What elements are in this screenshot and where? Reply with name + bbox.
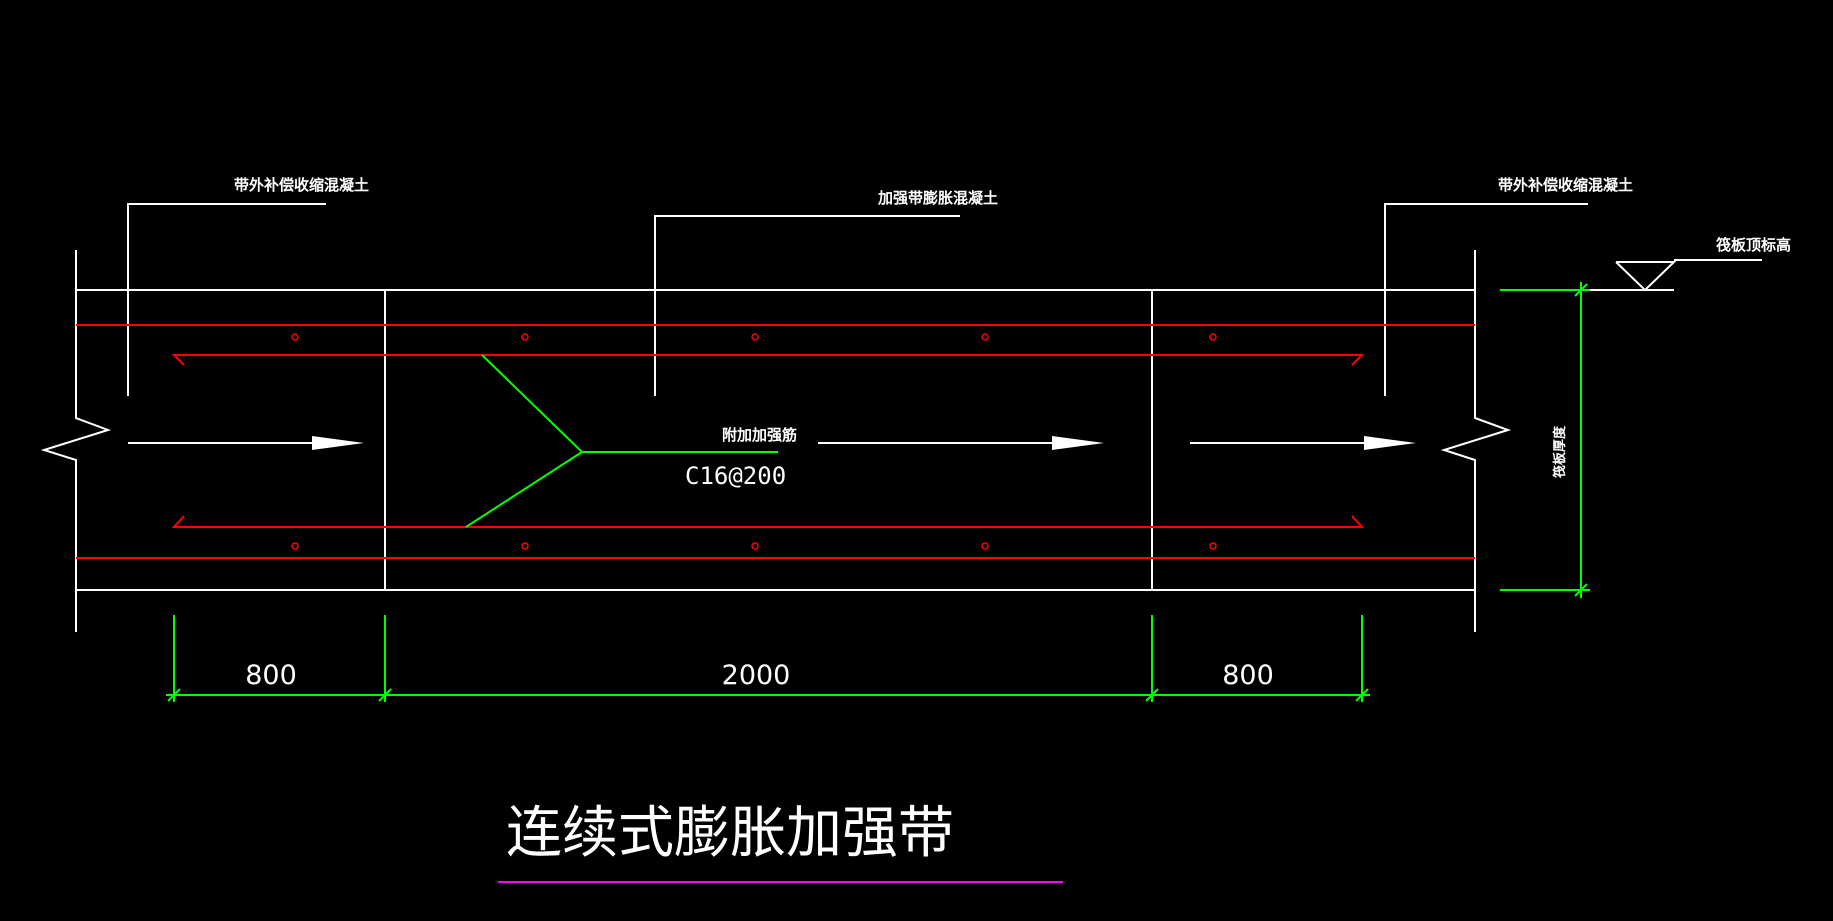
label-center-zone: 加强带膨胀混凝土 bbox=[877, 189, 998, 207]
distribution-bars bbox=[291, 333, 1217, 550]
break-line-left bbox=[40, 250, 112, 632]
arrow-center-head bbox=[1052, 436, 1104, 450]
bar-dot bbox=[521, 333, 529, 341]
bar-dot bbox=[981, 542, 989, 550]
rebar-bottom-inner bbox=[171, 515, 1365, 528]
leader-left bbox=[127, 203, 326, 396]
bar-dot bbox=[751, 542, 759, 550]
bar-dot bbox=[751, 333, 759, 341]
label-thickness: 筏板厚度 bbox=[1552, 425, 1568, 478]
dim-left-value: 800 bbox=[245, 660, 297, 691]
arrow-right-head bbox=[1364, 436, 1416, 450]
dim-right-value: 800 bbox=[1222, 660, 1274, 691]
slab-outline bbox=[40, 250, 1512, 632]
label-top-elevation: 筏板顶标高 bbox=[1716, 236, 1791, 254]
bar-dot bbox=[1209, 542, 1217, 550]
bar-dot bbox=[291, 542, 299, 550]
label-left-zone: 带外补偿收缩混凝土 bbox=[234, 176, 369, 194]
bar-dot bbox=[981, 333, 989, 341]
dimension-line bbox=[166, 615, 1370, 702]
label-rebar-spec: C16@200 bbox=[685, 462, 786, 490]
main-rebars bbox=[76, 324, 1475, 559]
added-rebar-leader bbox=[465, 354, 778, 528]
thickness-dimension bbox=[1500, 282, 1590, 598]
drawing-title: 连续式膨胀加强带 bbox=[506, 801, 954, 866]
label-right-zone: 带外补偿收缩混凝土 bbox=[1498, 176, 1633, 194]
label-leaders bbox=[127, 203, 1588, 396]
label-added-rebar: 附加加强筋 bbox=[722, 426, 797, 444]
pour-direction-arrows bbox=[128, 436, 1416, 450]
break-line-right bbox=[1440, 250, 1512, 632]
rebar-top-inner bbox=[171, 354, 1365, 366]
bar-dot bbox=[1209, 333, 1217, 341]
leader-center bbox=[654, 215, 960, 396]
elevation-mark bbox=[1582, 259, 1762, 292]
arrow-left-head bbox=[312, 436, 364, 450]
bar-dot bbox=[291, 333, 299, 341]
dim-center-value: 2000 bbox=[722, 660, 791, 691]
leader-right bbox=[1384, 203, 1588, 396]
bar-dot bbox=[521, 542, 529, 550]
